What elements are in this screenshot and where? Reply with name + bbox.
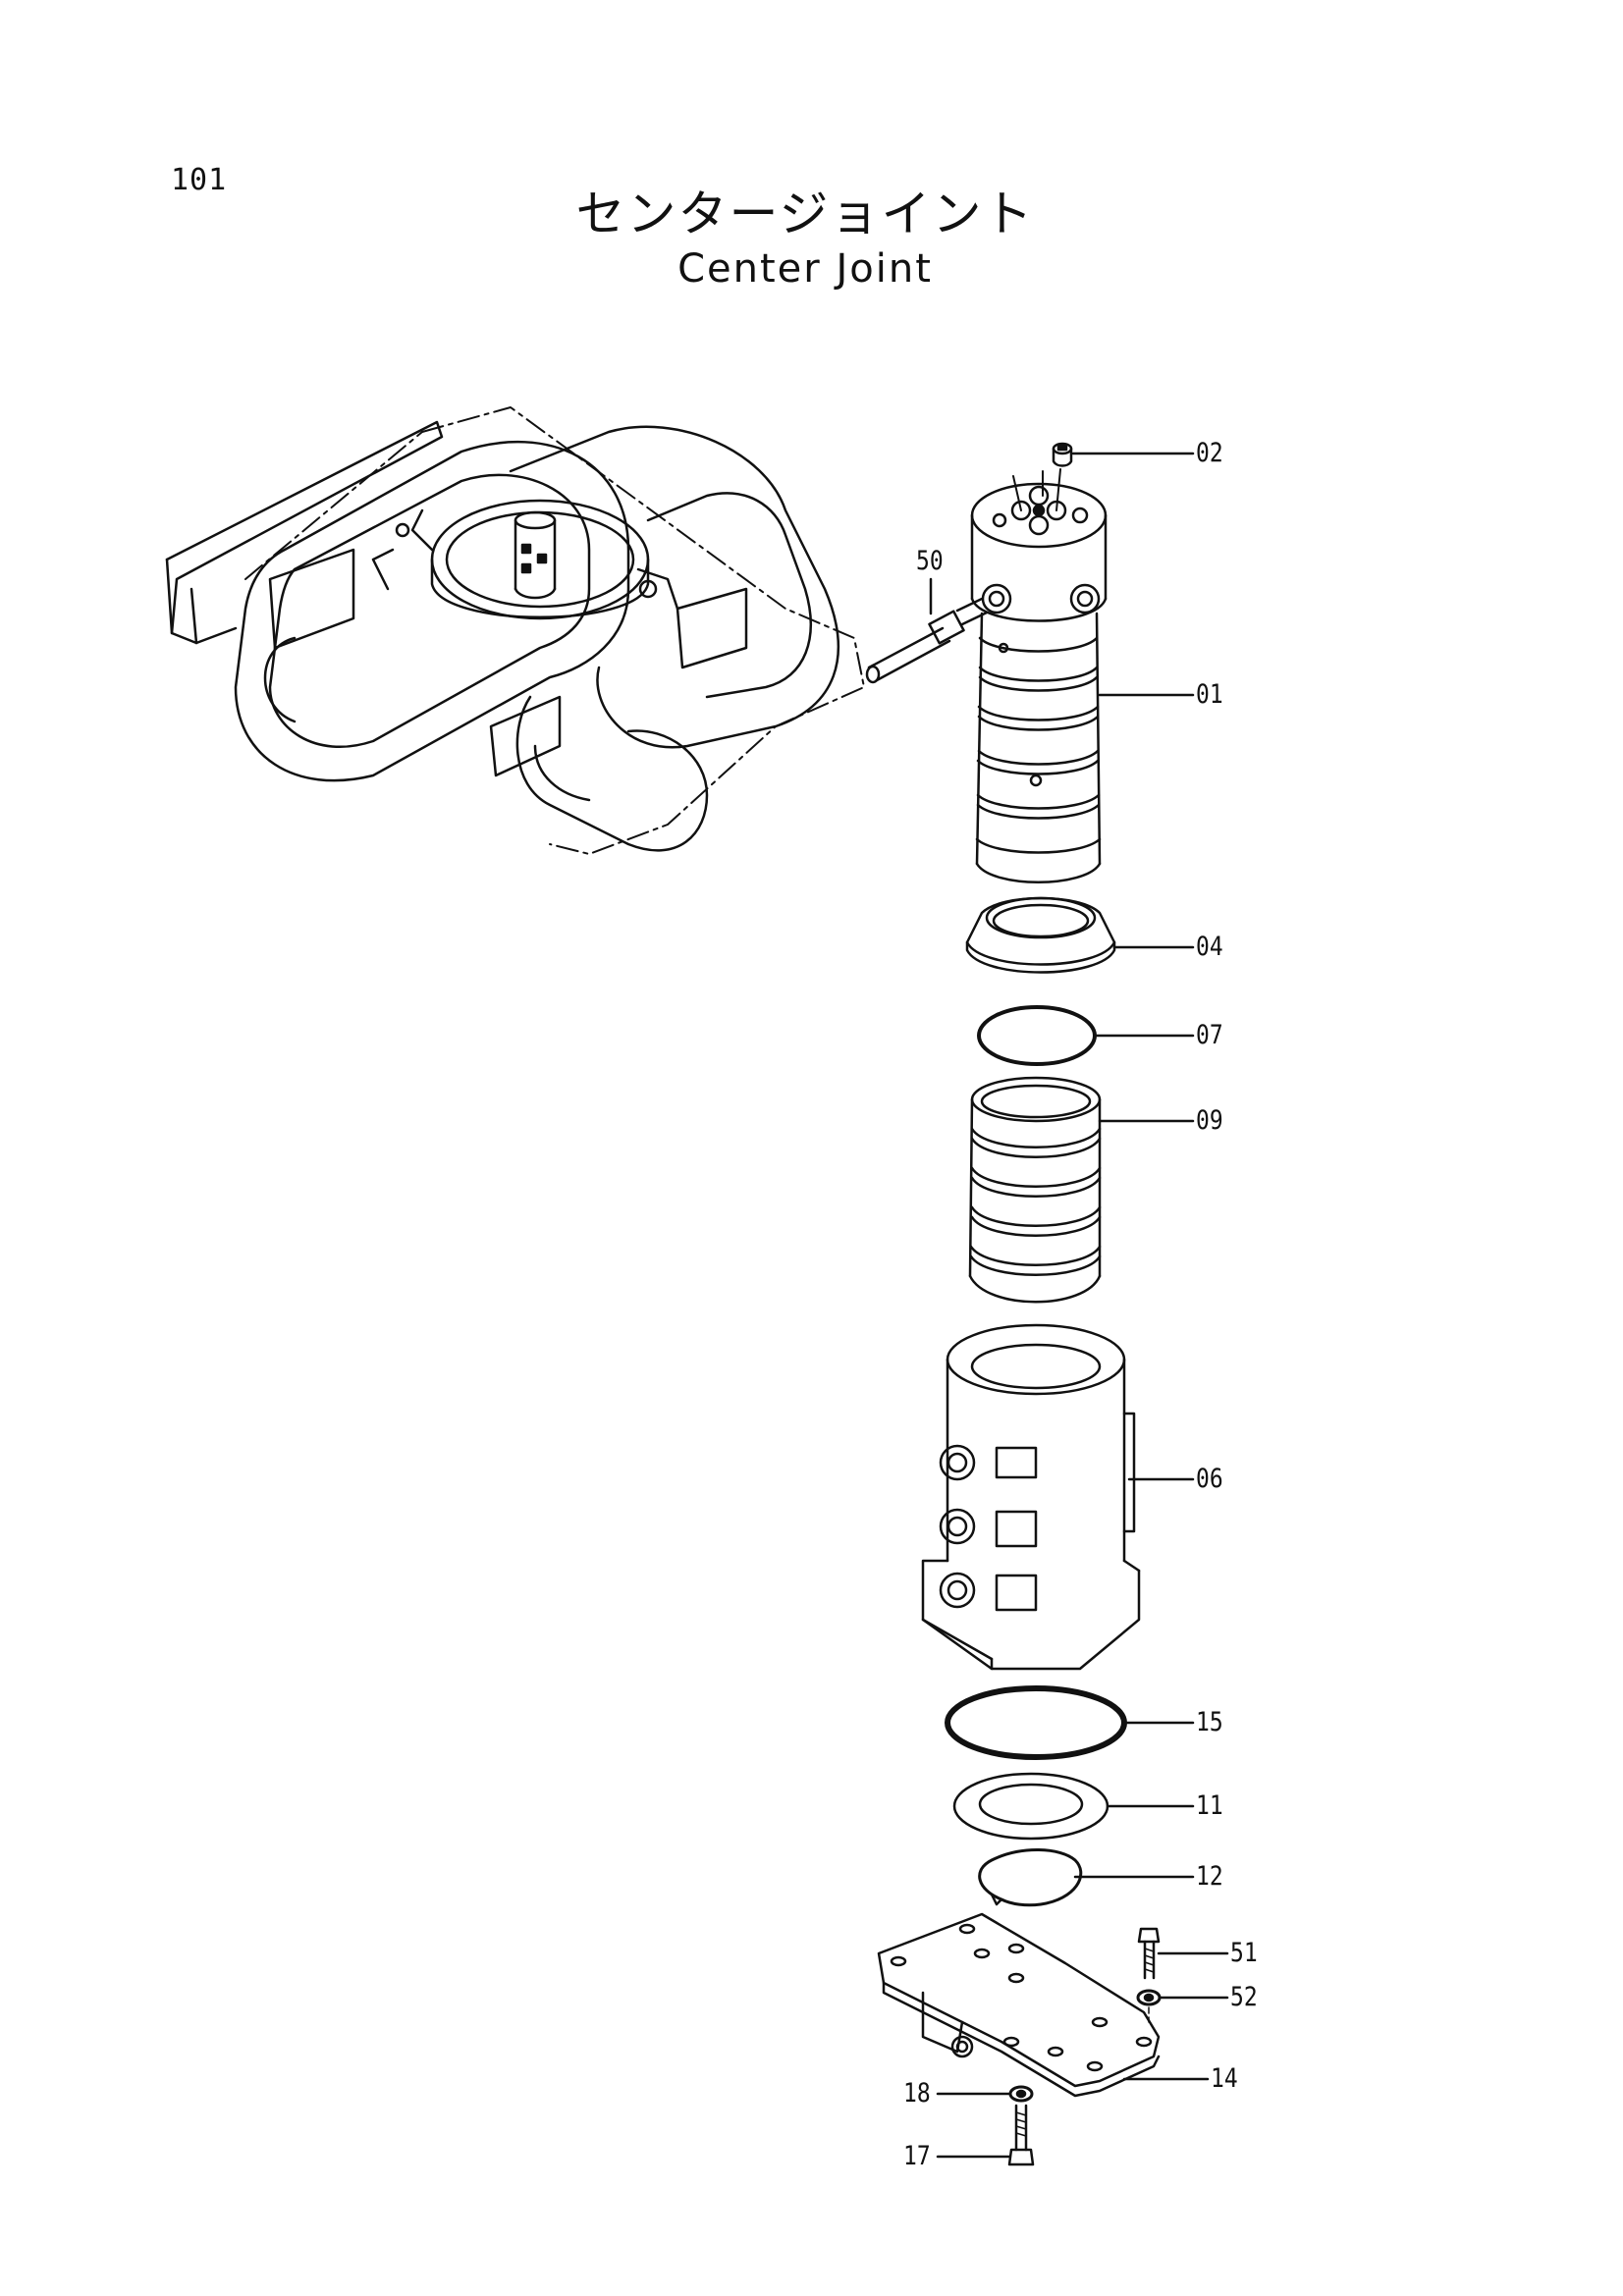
callout-14: 14 [1211,2063,1238,2094]
part-04-seal-cover [965,896,1195,974]
callout-15: 15 [1196,1707,1223,1737]
part-52-washer [1136,1989,1229,2023]
callout-02: 02 [1196,438,1223,468]
part-11-washer [952,1772,1195,1841]
callout-07: 07 [1196,1020,1223,1050]
callout-04: 04 [1196,932,1223,962]
callout-11: 11 [1196,1790,1223,1821]
title-japanese: センタージョイント [575,186,1035,242]
part-09-seal-set [968,1076,1195,1304]
title-block: センタージョイント Center Joint [550,186,1060,294]
callout-01: 01 [1196,679,1223,710]
part-51-bolt [1137,1927,1229,1980]
callout-09: 09 [1196,1105,1223,1136]
part-12-snap-ring [978,1848,1195,1907]
page-number: 101 [171,163,228,197]
part-01-spindle [970,468,1195,883]
undercarriage-illustration [165,406,865,855]
callout-12: 12 [1196,1861,1223,1892]
callout-17: 17 [903,2141,931,2171]
title-english: Center Joint [677,245,933,292]
part-14-cover-plate [877,1912,1210,2098]
part-06-body [921,1323,1195,1671]
part-07-o-ring [977,1005,1195,1066]
part-15-o-ring [945,1685,1195,1760]
callout-52: 52 [1230,1982,1258,2012]
callout-50: 50 [916,546,944,576]
part-17-bolt [936,2104,1035,2166]
part-18-washer [936,2085,1034,2103]
callout-51: 51 [1230,1938,1258,1968]
part-50-connector [865,577,989,684]
callout-06: 06 [1196,1464,1223,1494]
part-02-plug [1052,442,1195,467]
callout-18: 18 [903,2078,931,2109]
